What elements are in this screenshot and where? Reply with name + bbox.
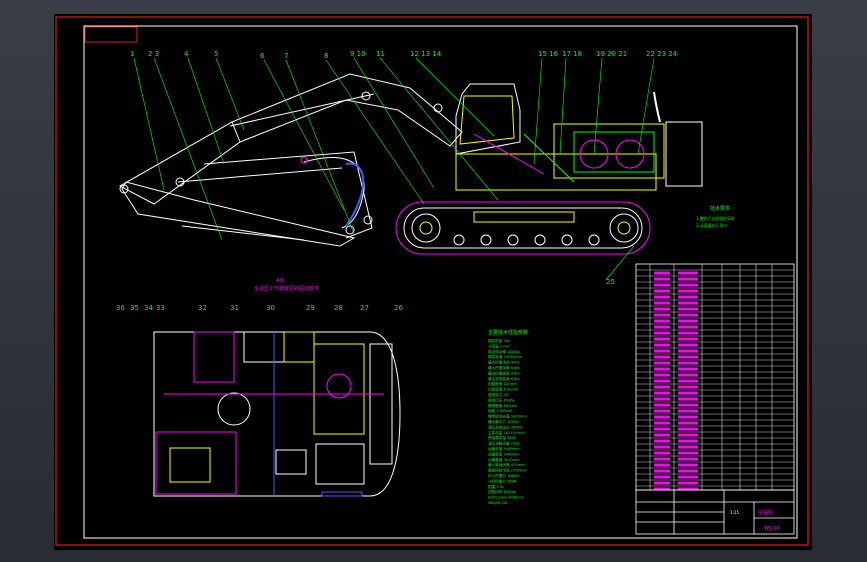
tech-param-line: 燃油箱容量 340L xyxy=(488,435,516,440)
tech-param-line: 履带接地长度 3370mm xyxy=(488,414,527,419)
parts-list-table xyxy=(635,263,795,491)
callout: 27 xyxy=(360,304,369,312)
engine-plan xyxy=(313,343,365,435)
turntable-frame xyxy=(455,153,657,191)
outer-frame xyxy=(55,16,809,546)
callout: 25 xyxy=(606,278,615,286)
callout: 7 xyxy=(284,52,288,60)
bucket xyxy=(303,157,365,229)
arm-outline xyxy=(121,181,356,247)
tech-param-line: 行走速度 5.5km/h xyxy=(488,387,518,392)
callout: 35 xyxy=(130,304,139,312)
callout: 29 xyxy=(306,304,315,312)
sprocket-wheel xyxy=(609,213,639,243)
cab-window xyxy=(459,95,515,145)
callout: 36 xyxy=(116,304,125,312)
plan-callouts: 36 35 34 33 32 31 30 29 28 27 26 xyxy=(116,304,403,312)
callout: 33 xyxy=(156,304,165,312)
tech-param-line: 斗容量 1.0m³ xyxy=(488,343,511,348)
tech-param-line: 最大挖掘半径 9.9m xyxy=(488,360,520,365)
tech-param-line: 最大挖掘高度 9.6m xyxy=(488,370,520,375)
tech-param-line: 最大卸载高度 6.8m xyxy=(488,376,520,381)
track-undercarriage xyxy=(395,201,651,255)
tech-param-line: 运输宽度 2980mm xyxy=(488,451,520,456)
notes-title: 技术要求 xyxy=(710,205,730,212)
tech-param-line: 爬坡能力 35° xyxy=(488,392,510,397)
excavator-side-view xyxy=(118,73,463,247)
tech-params-title: 主要技术性能参数 xyxy=(488,329,528,336)
drawing-canvas[interactable]: 1 2 3 4 5 6 7 8 9 10 11 12 13 14 15 16 1… xyxy=(54,14,812,550)
plan-view-title: A向 xyxy=(276,277,284,284)
tech-param-line: 液压系统压力 32MPa xyxy=(488,424,523,429)
top-left-stamp xyxy=(84,26,138,43)
callout: 1 xyxy=(130,50,134,58)
tech-param-line: 回转扭矩 62kNm xyxy=(488,489,517,494)
track-chain xyxy=(395,201,651,255)
note-line: 1.整机工作质量约20t xyxy=(696,215,735,221)
tech-param-line: 履带宽度 600mm xyxy=(488,403,518,408)
tech-param-line: Weight 20t xyxy=(488,501,508,505)
tech-param-line: 运输高度 3010mm xyxy=(488,457,520,462)
tech-param-line: 发动机功率 110kW xyxy=(488,349,520,354)
title-block xyxy=(635,489,795,535)
plan-view xyxy=(153,331,401,497)
cab xyxy=(455,83,521,155)
drawing-svg: 1 2 3 4 5 6 7 8 9 10 11 12 13 14 15 16 1… xyxy=(55,16,809,546)
callout: 30 xyxy=(266,304,275,312)
callout: 11 xyxy=(376,50,385,58)
top-callouts: 1 2 3 4 5 6 7 8 9 10 11 12 13 14 15 16 1… xyxy=(130,50,678,60)
callout: 26 xyxy=(394,304,403,312)
tech-param-line: Dimension 9480mm xyxy=(488,496,525,500)
callout: 2 3 xyxy=(148,50,159,58)
tech-param-line: 额定转速 2000r/min xyxy=(488,354,522,359)
tech-param-line: 最大牵引力 175kN xyxy=(488,419,519,424)
note-line: 2.斗容量约1.0m³ xyxy=(696,222,728,228)
drawing-name: 挖掘机 xyxy=(758,509,773,516)
callout: 5 xyxy=(214,50,218,58)
callout: 32 xyxy=(198,304,207,312)
tech-param-line: 运输长度 9480mm xyxy=(488,446,520,451)
counterweight xyxy=(665,121,703,187)
tech-param-line: 主泵流量 2x210L/min xyxy=(488,430,525,435)
callout: 4 xyxy=(184,50,189,58)
idler-wheel xyxy=(411,213,441,243)
slewing-ring xyxy=(217,392,251,426)
callout: 6 xyxy=(260,52,265,60)
tech-param-line: 最大挖掘深度 6.6m xyxy=(488,365,520,370)
callout: 9 10 xyxy=(350,50,366,58)
leader-lines xyxy=(133,57,655,281)
callout: 22 23 24 xyxy=(646,50,678,58)
drawing-number: WJJ-00 xyxy=(764,526,780,532)
callout: 31 xyxy=(230,304,239,312)
boom-outline xyxy=(118,73,463,205)
tech-param-line: 斗杆挖掘力 98kN xyxy=(488,478,517,483)
drawing-scale: 1:25 xyxy=(730,510,739,515)
callout: 17 18 xyxy=(562,50,582,58)
tech-param-line: 铲斗挖掘力 138kN xyxy=(488,473,519,478)
tech-param-line: 接地比压 45kPa xyxy=(488,397,514,402)
upper-structure xyxy=(455,83,703,191)
cab-plan xyxy=(155,431,237,495)
plan-view-subtitle: 全液压工作装置回转驱动部件 xyxy=(254,285,319,292)
tech-param-line: 最小离地间隙 470mm xyxy=(488,462,525,467)
tech-param-line: 液压油箱容量 230L xyxy=(488,441,520,446)
tech-param-line: 尾部回转半径 2750mm xyxy=(488,468,527,473)
callout: 12 13 14 xyxy=(410,50,442,58)
tech-param-line: 整机质量 20t xyxy=(488,338,510,343)
callout: 15 16 xyxy=(538,50,559,58)
callout: 28 xyxy=(334,304,343,312)
callout: 19 20 21 xyxy=(596,50,627,58)
platform-outline xyxy=(153,331,401,497)
callout: 34 xyxy=(144,304,153,312)
callout: 8 xyxy=(324,52,328,60)
inner-frame xyxy=(83,25,798,539)
tech-param-line: 轨距 2380mm xyxy=(488,408,513,413)
tech-param-line: 回转速度 11r/min xyxy=(488,381,518,386)
tech-param-line: 配重 3.9t xyxy=(488,484,504,489)
